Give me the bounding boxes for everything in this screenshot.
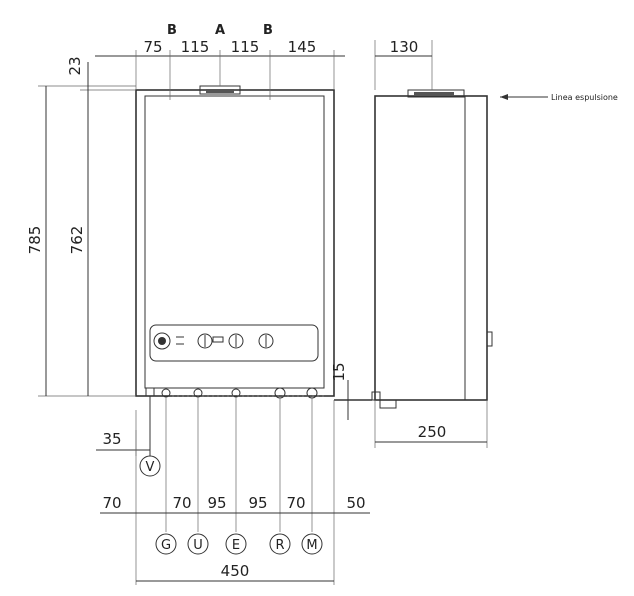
switch-icon <box>212 336 224 343</box>
dim-70-left: 70 <box>102 494 121 512</box>
height-dimensions: 785 762 23 <box>26 56 136 397</box>
letter-a: A <box>215 23 225 38</box>
dim-450: 450 <box>221 562 250 580</box>
connection-m-label: M <box>306 538 317 553</box>
front-view <box>135 85 335 399</box>
connection-m-circle <box>301 533 323 555</box>
side-knob <box>486 331 493 347</box>
dim-70-second: 70 <box>172 494 191 512</box>
display-icon <box>153 332 171 350</box>
connection-v-label: V <box>146 460 155 475</box>
connection-e-label: E <box>232 538 240 553</box>
connection-r-label: R <box>275 538 284 553</box>
dim-15: 15 <box>330 362 348 381</box>
dim-50: 50 <box>346 494 365 512</box>
bottom-dimension-chain: 70 70 95 95 70 50 <box>100 397 370 585</box>
boiler-outer-casing <box>135 89 335 397</box>
connection-u-circle <box>187 533 209 555</box>
side-casing <box>374 95 488 401</box>
knob-2-icon <box>228 333 244 349</box>
letter-b-left: B <box>167 23 177 38</box>
display-icon-center <box>158 337 166 345</box>
dim-145: 145 <box>288 38 317 56</box>
dim-95-left: 95 <box>207 494 226 512</box>
top-dimension-chain: B A B 75 115 115 145 <box>95 23 345 100</box>
dim-115-left: 115 <box>181 38 210 56</box>
dim-250: 250 <box>418 423 447 441</box>
knob-1-icon <box>197 333 213 349</box>
connection-e-circle <box>225 533 247 555</box>
side-flue-outlet <box>407 89 465 98</box>
dim-115-right: 115 <box>231 38 260 56</box>
boiler-front-panel <box>144 95 325 389</box>
dim-130: 130 <box>390 38 419 56</box>
connection-labels: G U E R M <box>155 533 323 555</box>
control-panel <box>149 324 319 362</box>
dim-95-right: 95 <box>248 494 267 512</box>
flue-outlet-grille <box>206 89 234 93</box>
fitting-v-icon <box>145 387 155 397</box>
total-width-dimension: 450 <box>136 562 334 582</box>
connection-g-label: G <box>161 538 171 553</box>
dim-70-right: 70 <box>286 494 305 512</box>
connection-v-circle <box>139 455 161 477</box>
dim-23: 23 <box>66 56 84 75</box>
side-annotation-text: Linea espulsione <box>551 93 618 102</box>
dim-785: 785 <box>26 226 44 255</box>
side-fitting <box>379 399 397 409</box>
side-view: 130 Linea espulsione 15 250 <box>330 38 618 448</box>
dim-762: 762 <box>68 226 86 255</box>
v-connection: 35 V <box>96 396 161 477</box>
connection-u-label: U <box>193 538 203 553</box>
letter-b-right: B <box>263 23 273 38</box>
connection-g-circle <box>155 533 177 555</box>
knob-3-icon <box>258 333 274 349</box>
dim-35: 35 <box>102 430 121 448</box>
connection-r-circle <box>269 533 291 555</box>
dim-75: 75 <box>143 38 162 56</box>
